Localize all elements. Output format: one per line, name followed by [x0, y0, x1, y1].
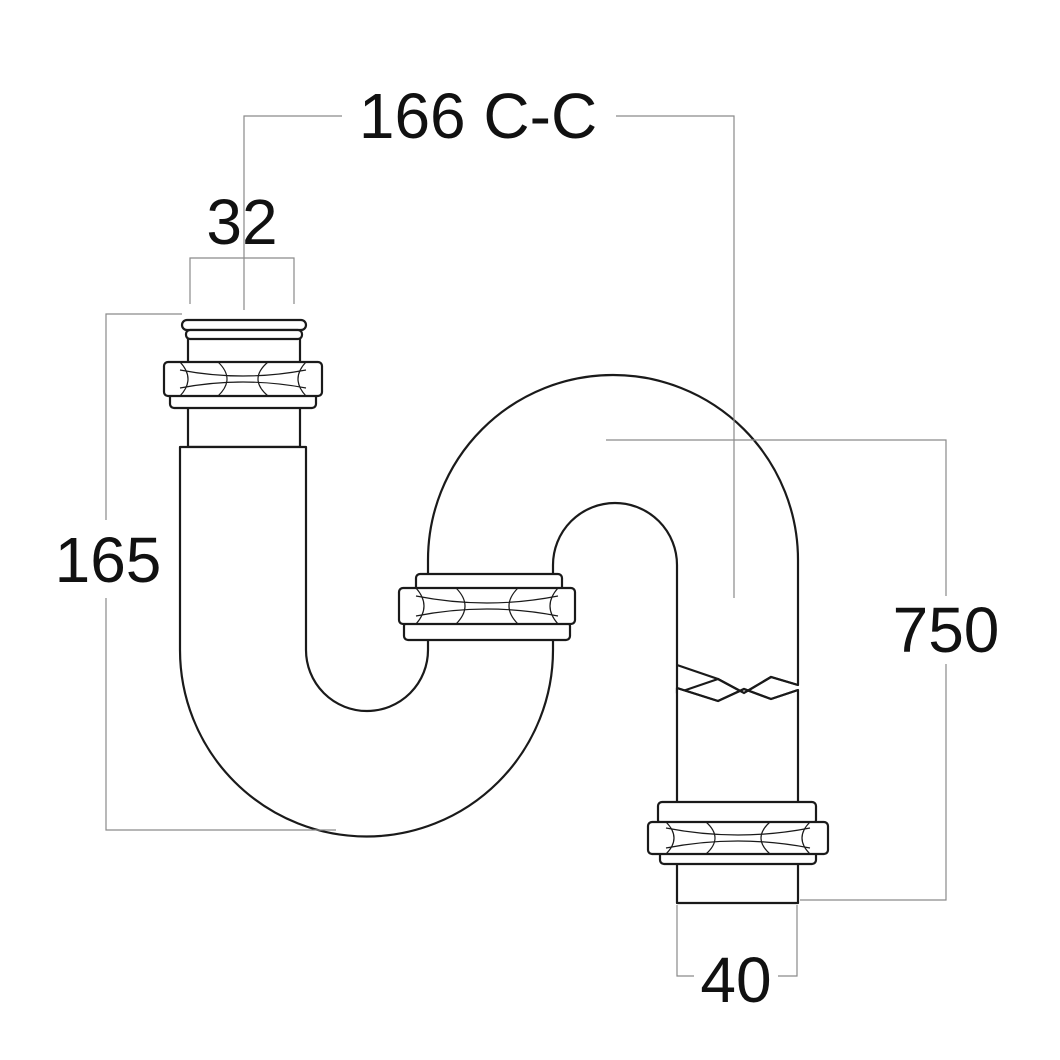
dim-line-outlet-diameter-left	[676, 905, 694, 977]
dim-line-outlet-diameter-right	[778, 905, 798, 977]
dim-line-inlet-diameter	[189, 257, 295, 304]
inlet-lip-ring-lower	[184, 328, 304, 341]
label-overall-height: 750	[893, 594, 1000, 666]
break-line-upper	[676, 663, 799, 695]
dim-line-center-to-center	[243, 115, 342, 310]
dim-line-center-to-center-right	[616, 115, 735, 598]
dim-line-inlet-height-bottom	[105, 598, 336, 831]
break-line-lower	[676, 686, 799, 703]
label-inlet-diameter: 32	[206, 186, 277, 258]
dim-line-overall-height-top	[606, 439, 947, 596]
dim-line-overall-height-bottom	[800, 664, 947, 901]
label-inlet-height: 165	[55, 524, 162, 596]
dimension-lines	[105, 115, 947, 977]
dim-line-inlet-height-top	[105, 313, 182, 520]
inlet-nut	[162, 360, 324, 410]
mid-nut	[397, 572, 577, 642]
outlet-nut	[646, 800, 830, 866]
label-outlet-diameter: 40	[700, 944, 771, 1016]
inlet-tail-tube	[186, 403, 302, 449]
outlet-pipe	[675, 686, 800, 905]
inlet-lip-ring	[180, 318, 308, 332]
label-center-to-center: 166 C-C	[359, 80, 597, 152]
